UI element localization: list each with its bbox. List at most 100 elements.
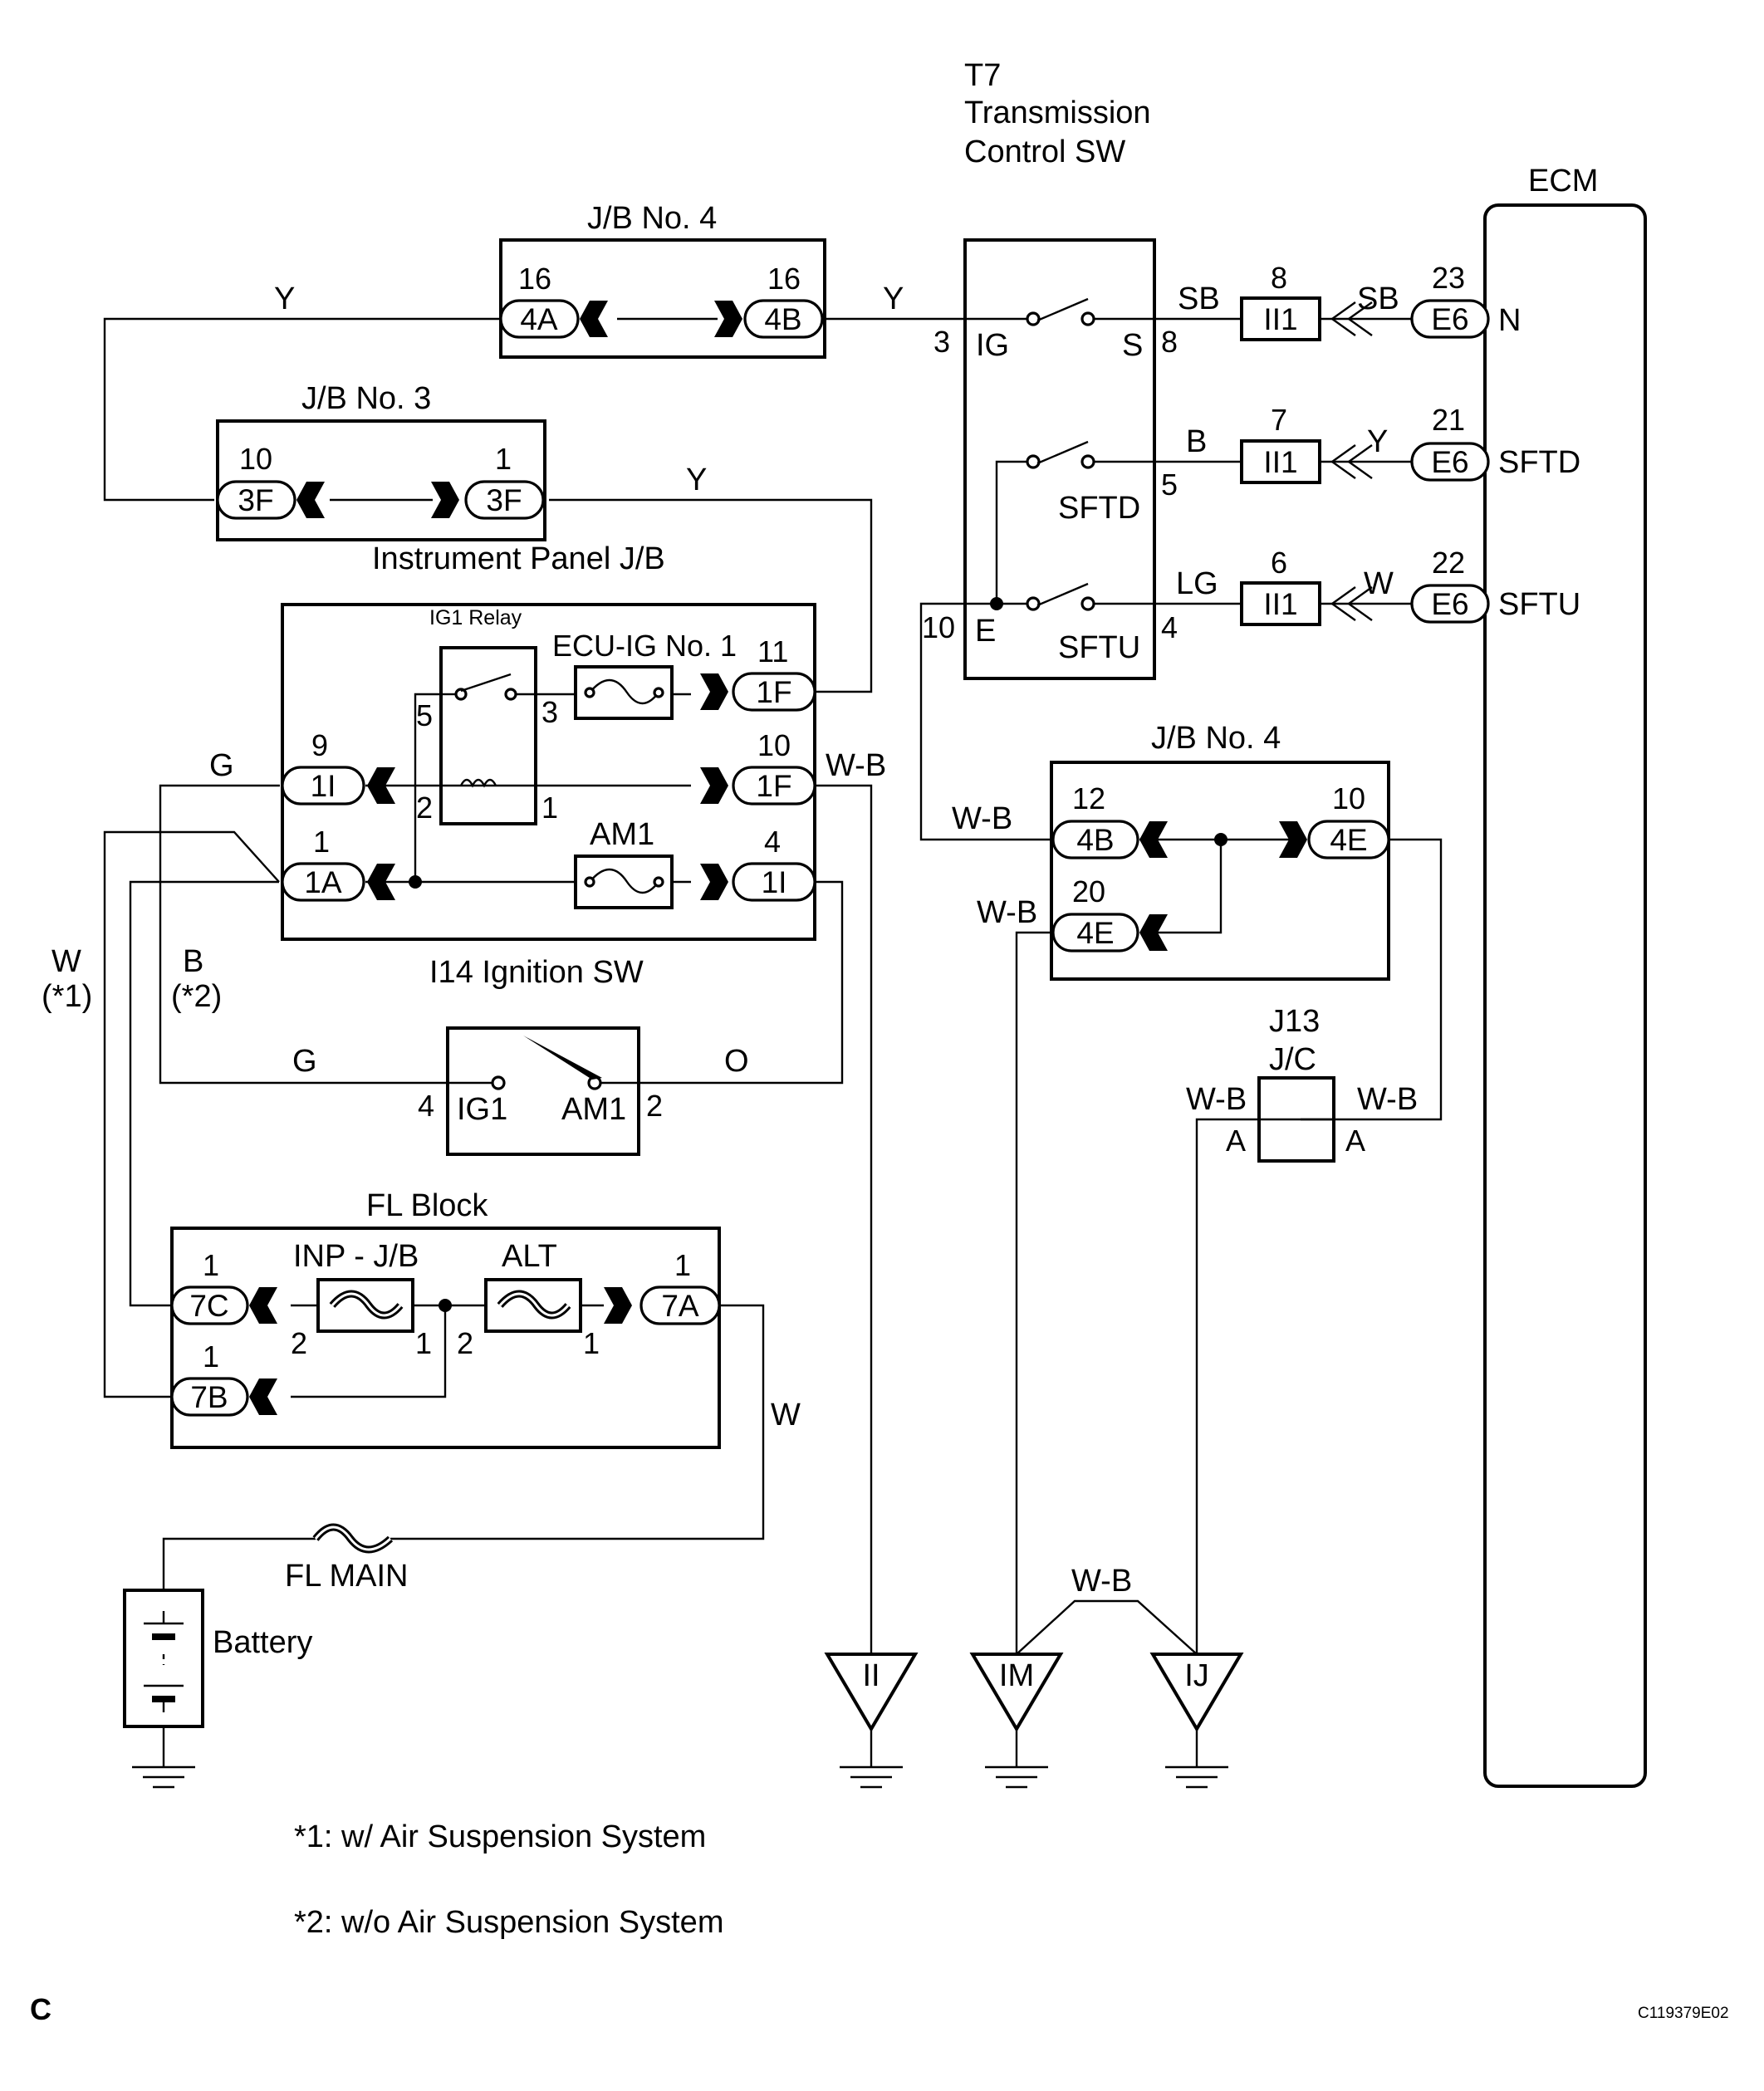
pin-number: 1: [541, 791, 558, 825]
wire-color-label: O: [724, 1044, 749, 1079]
pin-number: 1: [674, 1248, 691, 1282]
ground-ij-icon: [1149, 1653, 1244, 1789]
switch-label-s: S: [1122, 328, 1143, 363]
connector-4e-left: [1051, 913, 1139, 952]
ignition-switch-box: [446, 1026, 640, 1156]
connector-label: E6: [1431, 587, 1468, 621]
wire-color-label: B: [1186, 424, 1207, 459]
pin-number: 1: [313, 825, 330, 859]
connector-7b: [170, 1377, 249, 1417]
ecm-box: [1483, 203, 1647, 1788]
ii1-connector: [1240, 296, 1321, 341]
connector-label: 1F: [756, 675, 791, 709]
connector-3f-right: [464, 480, 545, 520]
t7-switch-box: [963, 238, 1156, 680]
connector-label: E6: [1431, 445, 1468, 479]
relay-contacts: [443, 673, 534, 788]
connector-e6: [1410, 442, 1490, 482]
switch-label-ig1: IG1: [457, 1092, 507, 1127]
ecm-terminal-sftd: SFTD: [1498, 445, 1580, 480]
footnote-2: *2: w/o Air Suspension System: [294, 1905, 723, 1940]
connector-label: 7A: [661, 1289, 699, 1323]
inp-jb-label: INP - J/B: [293, 1239, 419, 1274]
connector-e6: [1410, 299, 1490, 339]
pin-number: 21: [1432, 403, 1465, 437]
wire-color-label: W-B: [1357, 1082, 1418, 1117]
connector-label: 4B: [1076, 823, 1114, 857]
t7-name: Transmission: [964, 95, 1151, 130]
t7-id: T7: [964, 58, 1001, 93]
ignition-switch-contacts: [491, 1036, 602, 1090]
pin-number: 1: [583, 1326, 600, 1360]
connector-label: II1: [1263, 445, 1297, 479]
connector-1f-mid: [732, 766, 816, 806]
connector-1i-right: [732, 862, 816, 902]
connector-label: 1I: [762, 865, 787, 899]
ground-im-icon: [969, 1653, 1064, 1789]
fl-main-label: FL MAIN: [285, 1559, 409, 1594]
wire-color-label: G: [292, 1044, 317, 1079]
footer-left: C: [30, 1992, 51, 2026]
wire-color-label: Y: [274, 282, 295, 316]
wire-color-label: W-B: [1186, 1082, 1247, 1117]
am1-fuse-label: AM1: [590, 817, 654, 852]
wire-color-label: W-B: [952, 801, 1012, 836]
battery-label: Battery: [213, 1625, 312, 1660]
pin-number: 10: [757, 728, 791, 762]
pin-number: 1: [415, 1326, 432, 1360]
wire-color-label: W-B: [977, 895, 1037, 930]
ii1-connector: [1240, 581, 1321, 626]
connector-4e-right: [1307, 820, 1390, 859]
jb3-title: J/B No. 3: [301, 381, 431, 416]
footnote-1: *1: w/ Air Suspension System: [294, 1819, 706, 1854]
wire-color-label: Y: [686, 463, 707, 497]
pin-number: 1: [203, 1248, 219, 1282]
connector-label: 4E: [1330, 823, 1367, 857]
pin-number: 9: [311, 728, 328, 762]
alt-label: ALT: [502, 1239, 557, 1274]
switch-label-sftu: SFTU: [1058, 630, 1140, 665]
connector-4b-bottom: [1051, 820, 1139, 859]
connector-4b: [743, 299, 824, 339]
ig1-relay-title: IG1 Relay: [429, 606, 522, 629]
wire-color-label: W: [51, 944, 81, 979]
ground-icon: [132, 1765, 195, 1789]
pin-number: 3: [541, 695, 558, 729]
jb4-top-box: [499, 238, 826, 359]
pin-number: 4: [1161, 610, 1178, 644]
transmission-switches: [1026, 297, 1095, 611]
connector-label: 4E: [1076, 916, 1114, 950]
pin-number: 7: [1271, 403, 1287, 437]
t7-name-line2: Control SW: [964, 135, 1125, 169]
pin-number: 1: [495, 442, 512, 476]
connector-7a: [639, 1285, 721, 1325]
jb4-top-title: J/B No. 4: [587, 201, 717, 236]
pin-number: 20: [1072, 874, 1105, 908]
connector-label: 1F: [756, 769, 791, 803]
switch-label-sftd: SFTD: [1058, 491, 1140, 526]
j13-title: J13: [1269, 1004, 1320, 1039]
wire-color-label: W-B: [826, 748, 886, 783]
switch-label-ig: IG: [976, 328, 1009, 363]
wire-color-label: B: [183, 944, 203, 979]
fusible-link-icon: [484, 1278, 582, 1333]
pin-number: 16: [518, 262, 551, 296]
ig1-relay-box: [439, 646, 537, 825]
battery-icon: [144, 1611, 184, 1712]
wire-color-label: G: [209, 748, 234, 783]
connector-1a: [281, 862, 365, 902]
pin-number: 4: [764, 825, 781, 859]
jc-title: J/C: [1269, 1042, 1316, 1077]
connector-label: 4A: [520, 302, 558, 336]
wire-color-label: Y: [1367, 424, 1388, 459]
wires: [103, 317, 1488, 1767]
fl-main-fusible-link-icon: [312, 1523, 394, 1554]
connector-label: 1A: [304, 865, 342, 899]
fl-block-title: FL Block: [366, 1188, 488, 1223]
wire-option-note: (*1): [42, 979, 92, 1014]
pin-number: 10: [922, 610, 955, 644]
connector-4a: [499, 299, 580, 339]
pin-number: 8: [1271, 261, 1287, 295]
connector-label: 3F: [238, 483, 273, 517]
